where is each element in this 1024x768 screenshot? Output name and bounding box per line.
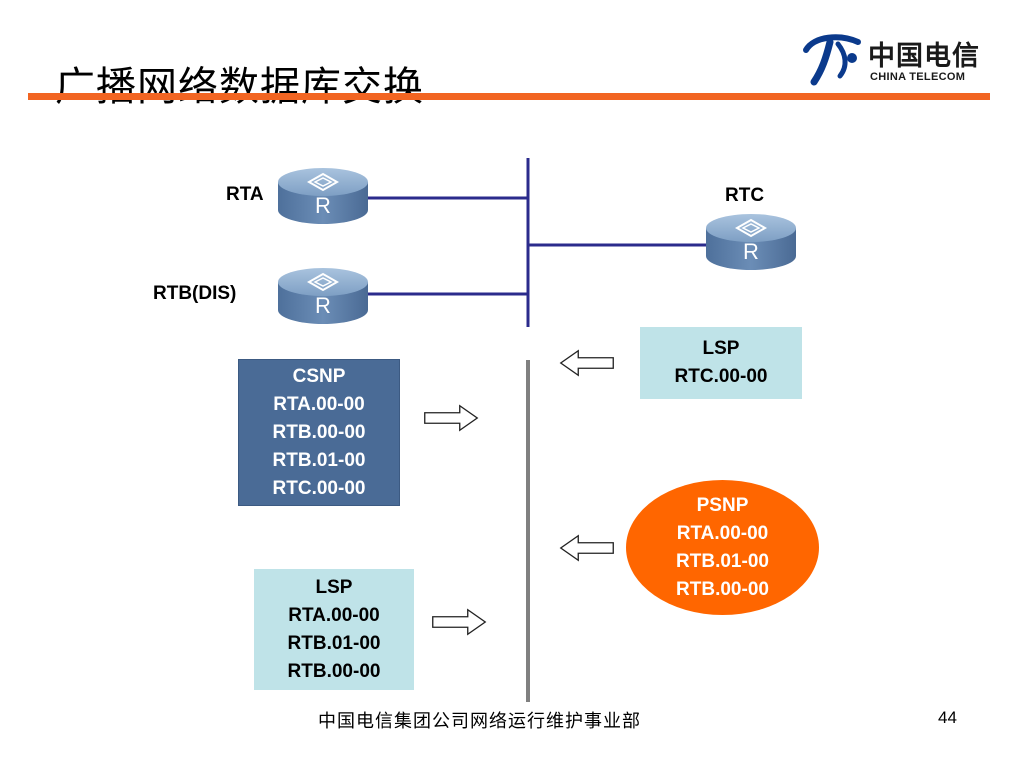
lsp-entry: RTB.00-00 <box>676 578 769 600</box>
lsp-rtb-box: LSP RTA.00-00 RTB.01-00 RTB.00-00 <box>254 569 414 690</box>
lsp-entry: RTB.01-00 <box>287 632 381 654</box>
title-underline <box>28 93 990 100</box>
packet-type: LSP <box>702 338 740 359</box>
lsp-rtc-box: LSP RTC.00-00 <box>640 327 802 399</box>
router-label-rtc: RTC <box>725 185 765 206</box>
router-icon <box>278 268 368 325</box>
lsp-entry: RTB.01-00 <box>272 449 366 471</box>
router-icon <box>278 168 368 225</box>
packet-type: CSNP <box>292 365 346 387</box>
logo-english-text: CHINA TELECOM <box>870 71 966 83</box>
packet-type: PSNP <box>696 494 749 516</box>
slide-title: 广播网络数据库交换 <box>55 64 424 110</box>
packet-type: LSP <box>315 576 353 598</box>
left-arrow-icon <box>560 350 614 376</box>
lsp-entry: RTB.00-00 <box>272 421 366 443</box>
lsp-entry: RTA.00-00 <box>288 604 380 626</box>
psnp-ellipse: PSNP RTA.00-00 RTB.01-00 RTB.00-00 <box>626 480 819 615</box>
router-label-rta: RTA <box>226 184 264 205</box>
router-label-rtb: RTB(DIS) <box>153 283 237 304</box>
right-arrow-icon <box>432 609 486 635</box>
china-telecom-logo: 中国电信 CHINA TELECOM <box>800 30 990 86</box>
page-number: 44 <box>938 708 957 727</box>
left-arrow-icon <box>560 535 614 561</box>
lsp-entry: RTB.01-00 <box>676 550 769 572</box>
router-icon <box>706 214 796 271</box>
logo-chinese-text: 中国电信 <box>868 41 980 72</box>
lsp-entry: RTB.00-00 <box>287 660 381 682</box>
lsp-entry: RTA.00-00 <box>273 393 365 415</box>
lsp-entry: RTA.00-00 <box>676 522 769 544</box>
footer-text: 中国电信集团公司网络运行维护事业部 <box>318 711 641 732</box>
lsp-entry: RTC.00-00 <box>272 477 366 499</box>
lsp-entry: RTC.00-00 <box>674 366 768 387</box>
telecom-swirl-icon <box>803 34 861 86</box>
right-arrow-icon <box>424 405 478 431</box>
csnp-box: CSNP RTA.00-00 RTB.00-00 RTB.01-00 RTC.0… <box>238 359 400 506</box>
